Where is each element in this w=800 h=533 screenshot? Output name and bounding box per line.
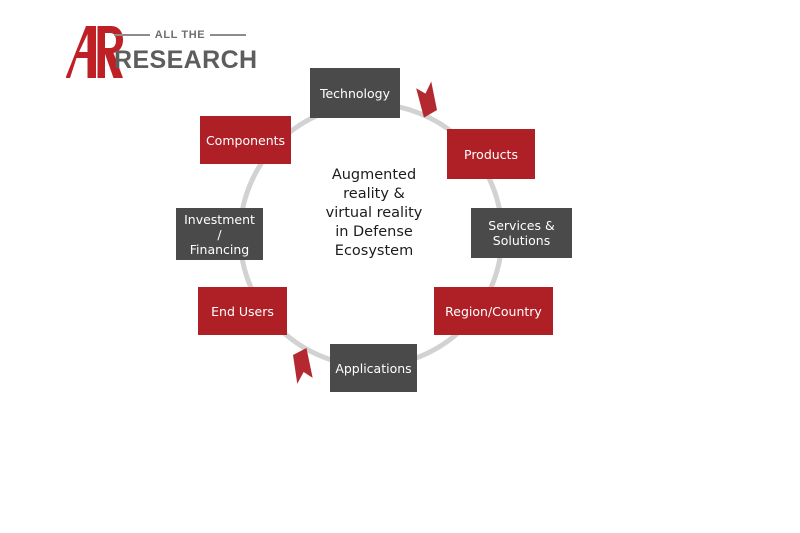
logo-rule-right (210, 34, 247, 36)
brand-logo: ALL THE RESEARCH (66, 22, 258, 84)
logo-rule-left (114, 34, 150, 36)
logo-name: RESEARCH (114, 46, 258, 74)
ar-monogram-icon (66, 26, 123, 78)
node-services-solutions[interactable]: Services & Solutions (471, 208, 572, 258)
logo-wordmark: ALL THE RESEARCH (114, 28, 258, 80)
logo-tagline: ALL THE (154, 29, 206, 41)
node-components[interactable]: Components (200, 116, 291, 164)
logo-tagline-row: ALL THE (114, 28, 247, 42)
node-technology[interactable]: Technology (310, 68, 400, 118)
cycle-arrow-lower-left (293, 348, 313, 384)
cycle-arrow-upper-right (416, 81, 437, 118)
diagram-center-label: Augmented reality & virtual reality in D… (325, 167, 423, 259)
node-region-country[interactable]: Region/Country (434, 287, 553, 335)
node-end-users[interactable]: End Users (198, 287, 287, 335)
node-products[interactable]: Products (447, 129, 535, 179)
node-applications[interactable]: Applications (330, 344, 417, 392)
node-investment-financing[interactable]: Investment / Financing (176, 208, 263, 260)
